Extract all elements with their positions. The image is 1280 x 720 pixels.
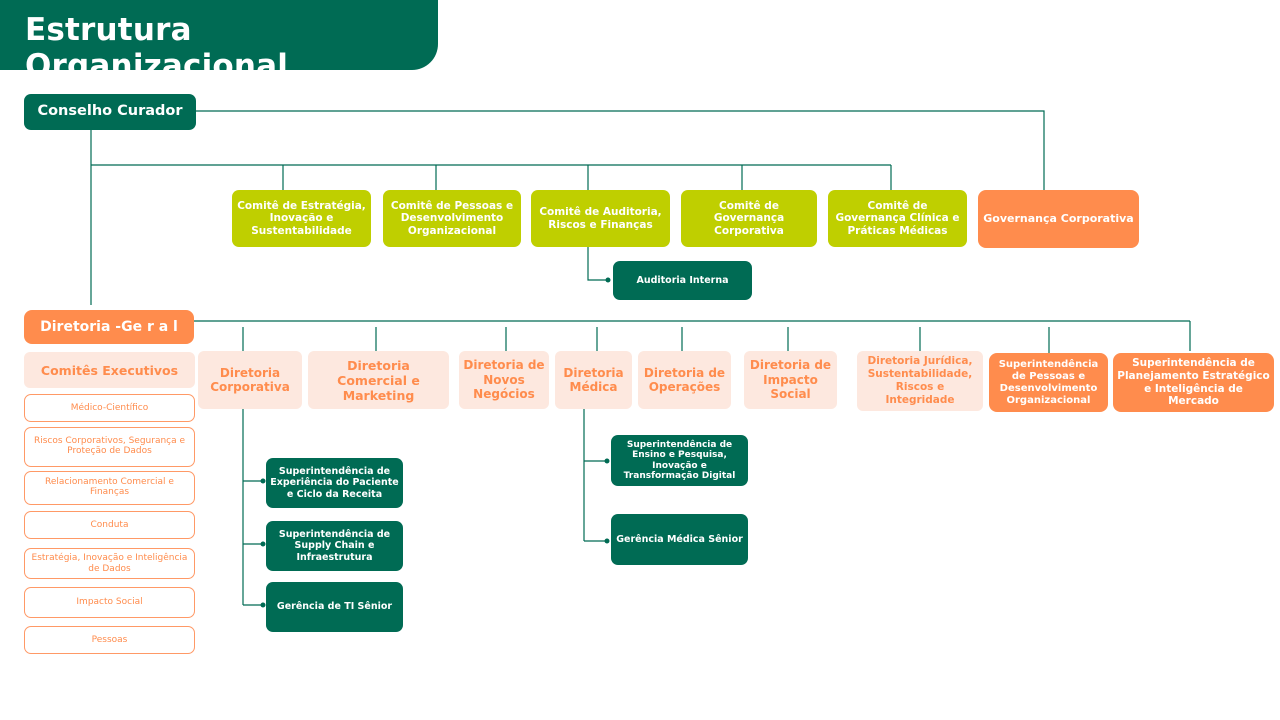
executive-committee-item: Conduta [24, 511, 195, 539]
directorate-node: Diretoria Jurídica, Sustentabilidade, Ri… [857, 351, 983, 411]
governance-node: Governança Corporativa [978, 190, 1139, 248]
page-title: Estrutura Organizacional [25, 12, 289, 84]
committee-node: Comitê de Governança Corporativa [681, 190, 817, 247]
general-directorate-node: Diretoria -Ge r a l [24, 310, 194, 344]
executive-committee-item: Riscos Corporativos, Segurança e Proteçã… [24, 427, 195, 467]
medical-unit-node: Superintendência de Ensino e Pesquisa, I… [611, 435, 748, 486]
executive-committee-item: Pessoas [24, 626, 195, 654]
medical-unit-node: Gerência Médica Sênior [611, 514, 748, 565]
executive-committee-item: Estratégia, Inovação e Inteligência de D… [24, 548, 195, 579]
corporate-unit-node: Superintendência de Experiência do Pacie… [266, 458, 403, 508]
committee-node: Comitê de Auditoria, Riscos e Finanças [531, 190, 670, 247]
executive-committees-title: Comitês Executivos [24, 352, 195, 388]
directorate-node: Diretoria de Impacto Social [744, 351, 837, 409]
executive-committee-item: Relacionamento Comercial e Finanças [24, 471, 195, 505]
executive-committee-item: Médico-Científico [24, 394, 195, 422]
directorate-node: Diretoria de Operações [638, 351, 731, 409]
committee-node: Comitê de Estratégia, Inovação e Sustent… [232, 190, 371, 247]
directorate-node: Diretoria Médica [555, 351, 632, 409]
committee-node: Comitê de Governança Clínica e Práticas … [828, 190, 967, 247]
superintendency-node: Superintendência de Pessoas e Desenvolvi… [989, 353, 1108, 412]
superintendency-node: Superintendência de Planejamento Estraté… [1113, 353, 1274, 412]
board-node: Conselho Curador [24, 94, 196, 130]
directorate-node: Diretoria Corporativa [198, 351, 302, 409]
corporate-unit-node: Superintendência de Supply Chain e Infra… [266, 521, 403, 571]
directorate-node: Diretoria Comercial e Marketing [308, 351, 449, 409]
executive-committee-item: Impacto Social [24, 587, 195, 618]
directorate-node: Diretoria de Novos Negócios [459, 351, 549, 409]
internal-audit-node: Auditoria Interna [613, 261, 752, 300]
corporate-unit-node: Gerência de TI Sênior [266, 582, 403, 632]
committee-node: Comitê de Pessoas e Desenvolvimento Orga… [383, 190, 521, 247]
title-banner: Estrutura Organizacional [0, 0, 438, 84]
